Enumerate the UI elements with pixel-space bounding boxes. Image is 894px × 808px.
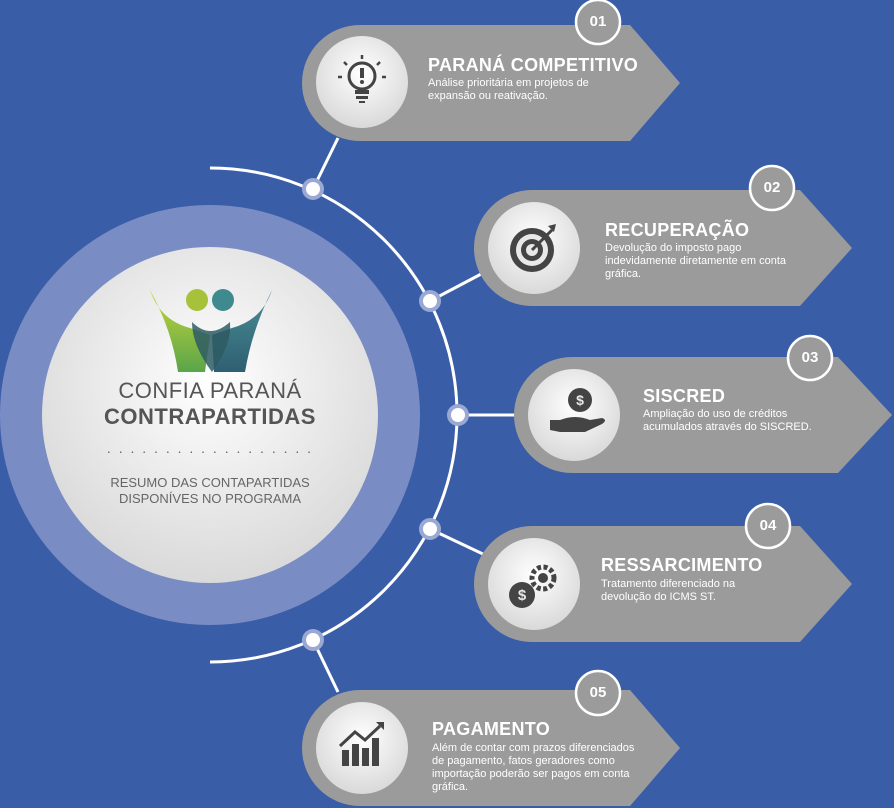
center-title-line1: CONFIA PARANÁ — [118, 378, 302, 403]
item-desc-4: Tratamento diferenciado na devolução do … — [601, 578, 736, 603]
card-4: $ — [474, 502, 852, 642]
gear-dollar-icon: $ — [509, 564, 557, 608]
item-title-5: PAGAMENTO — [432, 719, 551, 739]
card-2 — [474, 164, 852, 306]
money-hand-icon: $ — [550, 388, 605, 432]
svg-text:$: $ — [576, 392, 584, 408]
center-title-line2: CONTRAPARTIDAS — [104, 404, 316, 429]
item-desc-1: Análise prioritária em projetos de expan… — [428, 77, 589, 102]
center-subtitle-line1: RESUMO DAS CONTAPARTIDAS — [110, 475, 310, 490]
svg-text:$: $ — [518, 587, 527, 604]
item-desc-2: Devolução do imposto pago indevidamente … — [605, 242, 786, 280]
confia-logo — [150, 289, 272, 372]
center-disc — [42, 247, 378, 583]
card-5 — [302, 669, 680, 806]
center-subtitle-line2: DISPONÍVES NO PROGRAMA — [118, 491, 302, 506]
item-number-5: 05 — [589, 684, 607, 701]
card-3: $ — [514, 334, 892, 473]
item-desc-5: Além de contar com prazos diferenciados … — [432, 742, 635, 793]
item-number-1: 01 — [589, 13, 607, 30]
center-divider-dots: . . . . . . . . . . . . . . . . . . — [106, 440, 314, 456]
item-desc-3: Ampliação do uso de créditos acumulados … — [643, 408, 812, 433]
item-number-2: 02 — [763, 179, 781, 196]
connector-nodes — [302, 178, 469, 651]
growth-chart-icon — [338, 722, 384, 766]
center-subtitle: RESUMO DAS CONTAPARTIDAS DISPONÍVES NO P… — [60, 475, 360, 507]
lightbulb-icon — [338, 55, 386, 103]
card-1 — [302, 0, 680, 141]
item-title-2: RECUPERAÇÃO — [605, 220, 750, 240]
item-title-3: SISCRED — [643, 386, 726, 406]
item-number-4: 04 — [759, 517, 777, 534]
item-number-3: 03 — [801, 349, 819, 366]
item-title-1: PARANÁ COMPETITIVO — [428, 55, 639, 75]
item-title-4: RESSARCIMENTO — [601, 555, 763, 575]
target-icon — [510, 224, 556, 272]
